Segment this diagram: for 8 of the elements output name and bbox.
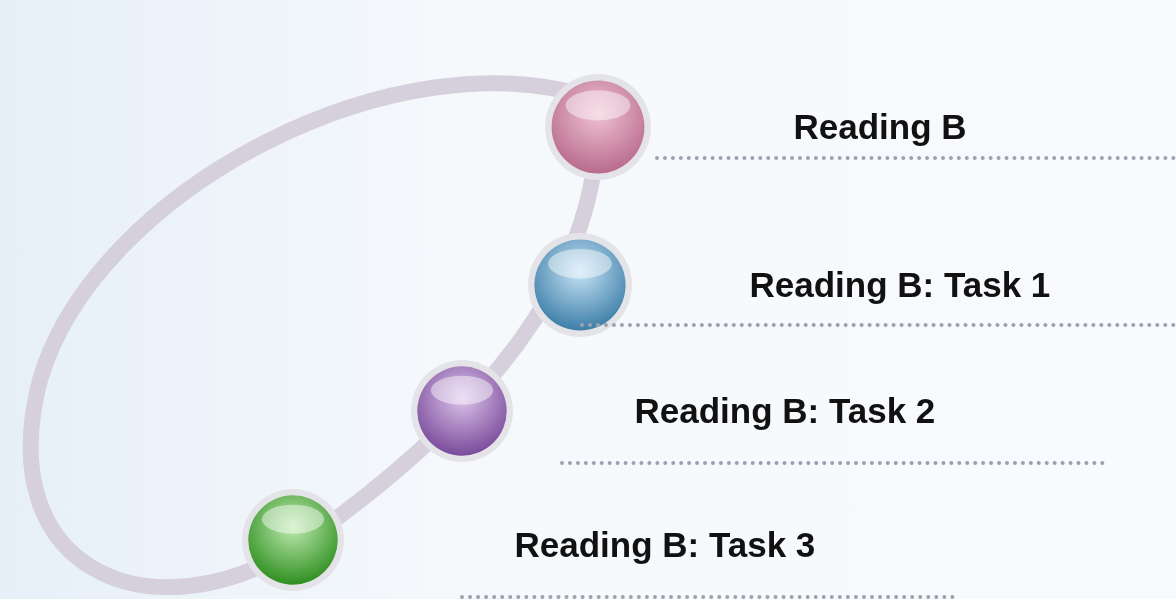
sphere-node	[410, 359, 514, 463]
menu-label: Reading B	[793, 107, 967, 147]
menu-label: Reading B: Task 1	[749, 265, 1051, 305]
sphere-node	[241, 488, 345, 592]
menu-label: Reading B: Task 3	[514, 525, 816, 565]
menu-label: Reading B: Task 2	[634, 391, 936, 431]
sphere-node	[544, 73, 652, 181]
sphere-node	[527, 232, 633, 338]
